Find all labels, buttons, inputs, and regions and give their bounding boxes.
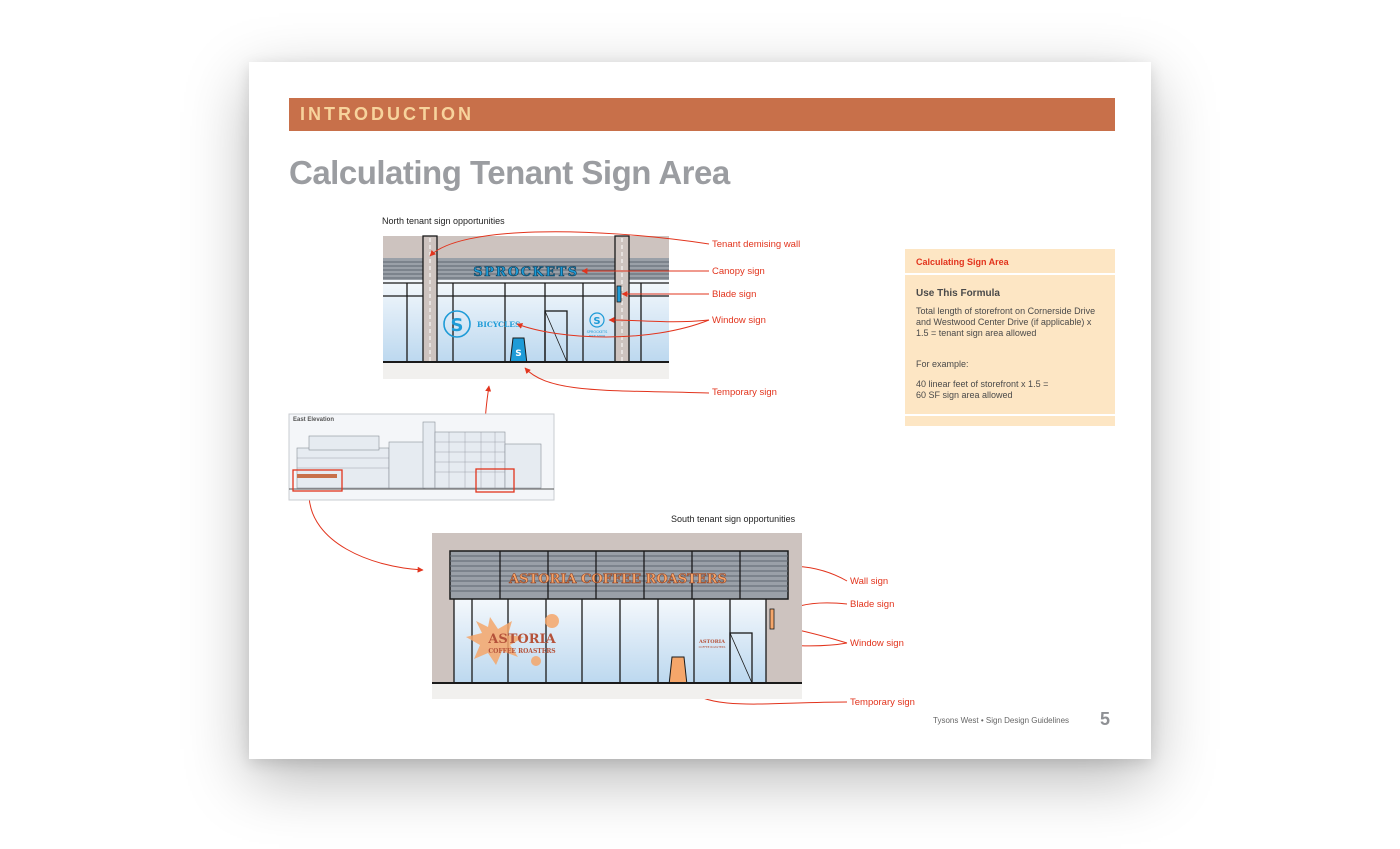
callout-blade-sign-south: Blade sign: [850, 599, 895, 610]
callout-canopy-sign: Canopy sign: [712, 266, 765, 277]
callout-blade-sign-north: Blade sign: [712, 289, 757, 300]
sidebar-example-line2: 60 SF sign area allowed: [916, 390, 1013, 400]
svg-text:S: S: [593, 316, 600, 327]
callout-wall-sign: Wall sign: [850, 576, 889, 587]
sidebar-subheading: Use This Formula: [916, 288, 1000, 299]
page-title: Calculating Tenant Sign Area: [289, 154, 730, 191]
south-storefront-illustration: ASTORIA COFFEE ROASTERS ASTORIA COFFEE R…: [432, 533, 802, 699]
sprockets-canopy-text: SPROCKETS: [473, 265, 578, 280]
callout-temporary-sign-north: Temporary sign: [712, 387, 777, 398]
window-coffee-small: COFFEE ROASTERS: [699, 645, 726, 649]
small-sign-line2: BIKE SHOP: [589, 334, 605, 338]
sidebar-heading: Calculating Sign Area: [916, 257, 1009, 267]
callout-window-sign-south: Window sign: [850, 638, 904, 649]
window-coffee-big: COFFEE ROASTERS: [488, 648, 555, 655]
elevation-label: East Elevation: [293, 417, 335, 423]
window-astoria-small: ASTORIA: [698, 639, 725, 645]
callout-window-sign-north: Window sign: [712, 315, 766, 326]
astoria-wall-sign-text: ASTORIA COFFEE ROASTERS: [508, 572, 727, 587]
page-number: 5: [1100, 709, 1111, 729]
callout-demising-wall: Tenant demising wall: [712, 239, 801, 250]
section-banner: INTRODUCTION: [289, 98, 1115, 131]
window-astoria-big: ASTORIA: [487, 632, 556, 647]
sidebar-example-line1: 40 linear feet of storefront x 1.5 =: [916, 379, 1049, 389]
svg-text:S: S: [515, 349, 521, 359]
callout-temporary-sign-south: Temporary sign: [850, 697, 915, 708]
svg-text:S: S: [451, 315, 464, 336]
sidebar-example: 40 linear feet of storefront x 1.5 = 60 …: [916, 379, 1106, 401]
formula-sidebar: Calculating Sign Area Use This Formula T…: [905, 249, 1115, 426]
sidebar-example-label: For example:: [916, 359, 969, 369]
south-caption: South tenant sign opportunities: [671, 514, 796, 524]
sidebar-header: Calculating Sign Area: [905, 249, 1115, 275]
sidebar-formula: Total length of storefront on Cornerside…: [916, 306, 1096, 338]
document-page: INTRODUCTION Calculating Tenant Sign Are…: [249, 62, 1151, 759]
east-elevation-drawing: [288, 413, 555, 501]
sidebar-divider: [905, 414, 1115, 416]
window-bicycles-text: BICYCLES: [477, 320, 520, 329]
small-sign-line1: SPROCKETS: [587, 330, 609, 334]
north-caption: North tenant sign opportunities: [382, 216, 505, 226]
section-label: INTRODUCTION: [300, 104, 474, 124]
north-storefront-illustration: SPROCKETS S BICYCLES S SPROCKETS BIKE SH…: [383, 235, 669, 379]
footer-text: Tysons West • Sign Design Guidelines: [933, 716, 1070, 725]
